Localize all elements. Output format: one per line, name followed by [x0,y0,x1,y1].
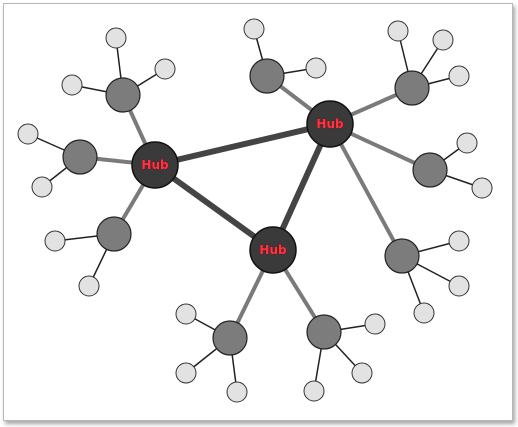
leaf-node [303,380,325,402]
hub-label: Hub [259,243,287,257]
leaf-node [387,20,409,42]
leaf-node [448,275,470,297]
leaf-node [175,303,197,325]
leaf-node [226,381,248,403]
cluster-node [412,152,448,188]
cluster-node [212,320,248,356]
leaf-node [471,177,493,199]
cluster-node [306,314,342,350]
leaf-node [61,74,83,96]
leaf-node [432,29,454,51]
leaf-node [351,362,373,384]
leaf-node [17,123,39,145]
leaf-node [31,176,53,198]
cluster-node [394,70,430,106]
hub-node [131,141,179,189]
leaf-node [243,18,265,40]
leaf-node [175,362,197,384]
leaf-node [78,275,100,297]
leaf-node [305,57,327,79]
leaf-node [105,27,127,49]
leaf-node [456,132,478,154]
cluster-node [249,58,285,94]
cluster-node [384,238,420,274]
hub-label: Hub [316,117,344,131]
leaf-node [413,302,435,324]
cluster-link-7 [328,123,404,257]
hub-node [249,226,297,274]
cluster-node [96,216,132,252]
leaf-node [448,65,470,87]
leaf-node [448,230,470,252]
hub-right: Hub [306,100,354,148]
hub-label: Hub [141,158,169,172]
leaf-node [364,313,386,335]
hub-link-hub-left-hub-right [152,121,333,168]
leaf-node [154,58,176,80]
hub-bottom: Hub [249,226,297,274]
cluster-node [105,77,141,113]
hub-node [306,100,354,148]
hub-left: Hub [131,141,179,189]
leaf-node [44,230,66,252]
cluster-node [62,139,98,175]
hub-link-hub-left-hub-bottom [152,162,276,253]
